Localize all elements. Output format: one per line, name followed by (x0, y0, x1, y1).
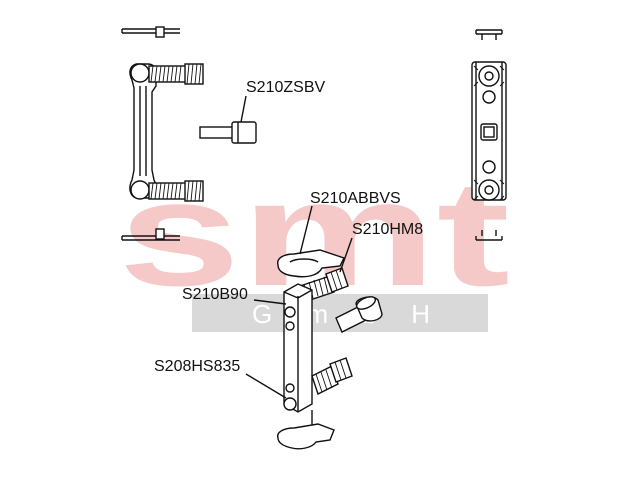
lower-screw (311, 357, 353, 395)
label-s210zsbv: S210ZSBV (246, 79, 325, 96)
label-s210b90: S210B90 (182, 286, 248, 303)
top-left-profile-bottom (121, 228, 180, 241)
pin-isometric (335, 296, 383, 333)
top-left-profile-top (121, 26, 180, 38)
leader-s208hs835 (245, 373, 287, 399)
pin-s210zsbv (199, 95, 257, 144)
label-s208hs835: S208HS835 (154, 358, 240, 375)
vertical-bar (253, 283, 313, 413)
label-s210abbvs: S210ABBVS (310, 190, 401, 207)
side-view-frame (129, 63, 204, 202)
top-plate (277, 205, 345, 278)
label-s210hm8: S210HM8 (352, 221, 423, 238)
front-view-bar (471, 29, 507, 241)
bottom-plate (277, 410, 335, 450)
